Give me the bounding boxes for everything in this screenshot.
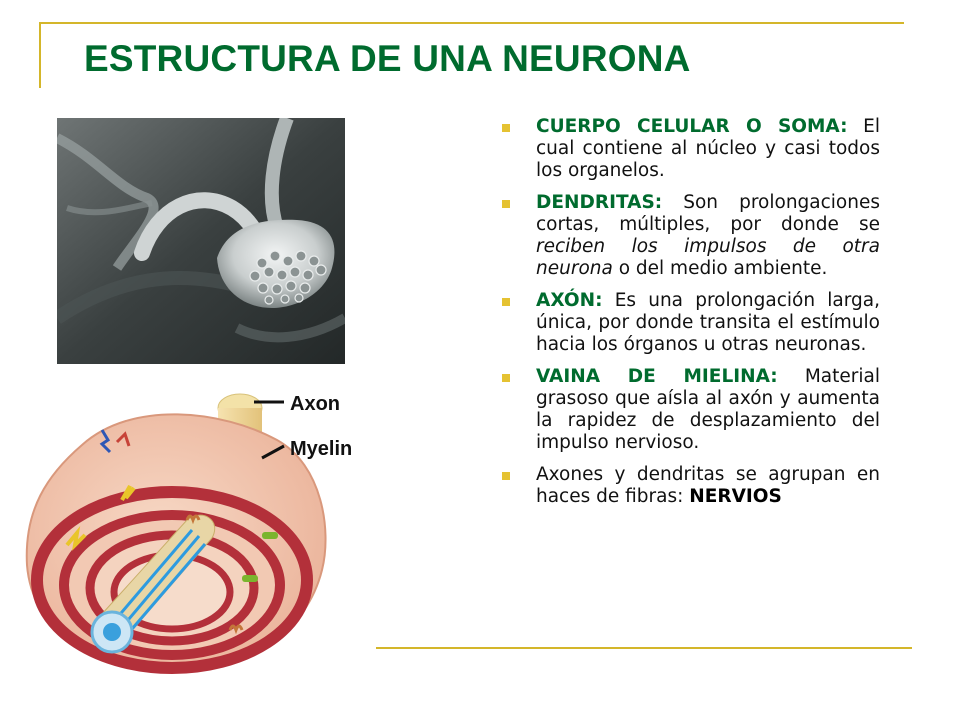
bullet-marker [502, 472, 510, 480]
term-soma: CUERPO CELULAR O SOMA: [536, 116, 848, 137]
text-soma: El cual contiene al núcleo y casi todos … [536, 116, 880, 181]
text-mielina: Material grasoso que aísla al axón y aum… [536, 366, 880, 453]
axon-label: Axon [290, 393, 340, 415]
term-dendritas: DENDRITAS: [536, 192, 663, 213]
term-mielina: VAINA DE MIELINA: [536, 366, 778, 387]
bullet-marker [502, 200, 510, 208]
text-dendritas-after: o del medio ambiente. [612, 258, 828, 279]
decorative-left-line [39, 22, 41, 88]
term-axon: AXÓN: [536, 290, 603, 311]
text-axon: Es una prolongación larga, única, por do… [536, 290, 880, 355]
text-dendritas-before: Son prolongaciones cortas, múltiples, po… [536, 192, 880, 235]
term-nervios: NERVIOS [689, 486, 782, 507]
bullet-marker [502, 374, 510, 382]
slide-title: ESTRUCTURA DE UNA NEURONA [84, 38, 691, 79]
neuron-synapse-photo [57, 118, 345, 364]
decorative-bottom-line [376, 647, 912, 649]
bullet-mielina: VAINA DE MIELINA: Material grasoso que a… [498, 366, 880, 454]
bullet-marker [502, 124, 510, 132]
bullet-marker [502, 298, 510, 306]
bullet-list: CUERPO CELULAR O SOMA: El cual contiene … [498, 116, 880, 518]
text-dendritas-italic: reciben los impulsos de otra neurona [536, 236, 880, 279]
bullet-axon: AXÓN: Es una prolongación larga, única, … [498, 290, 880, 356]
decorative-top-line [40, 22, 904, 24]
myelin-label: Myelin [290, 438, 352, 460]
bullet-soma: CUERPO CELULAR O SOMA: El cual contiene … [498, 116, 880, 182]
bullet-dendritas: DENDRITAS: Son prolongaciones cortas, mú… [498, 192, 880, 280]
bullet-nervios: Axones y dendritas se agrupan en haces d… [498, 464, 880, 508]
myelin-sheath-diagram: Axon Myelin [25, 393, 352, 674]
text-nervios: Axones y dendritas se agrupan en haces d… [536, 464, 880, 507]
